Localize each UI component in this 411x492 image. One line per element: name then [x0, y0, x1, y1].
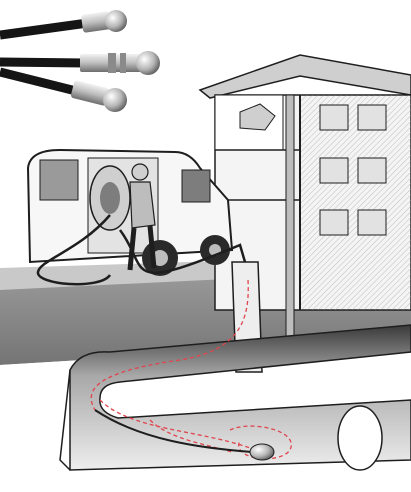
- apartment-building-icon: [200, 55, 411, 340]
- hose-reel-icon: [90, 166, 130, 230]
- sewer-jetter-nozzle-icon: [0, 10, 160, 112]
